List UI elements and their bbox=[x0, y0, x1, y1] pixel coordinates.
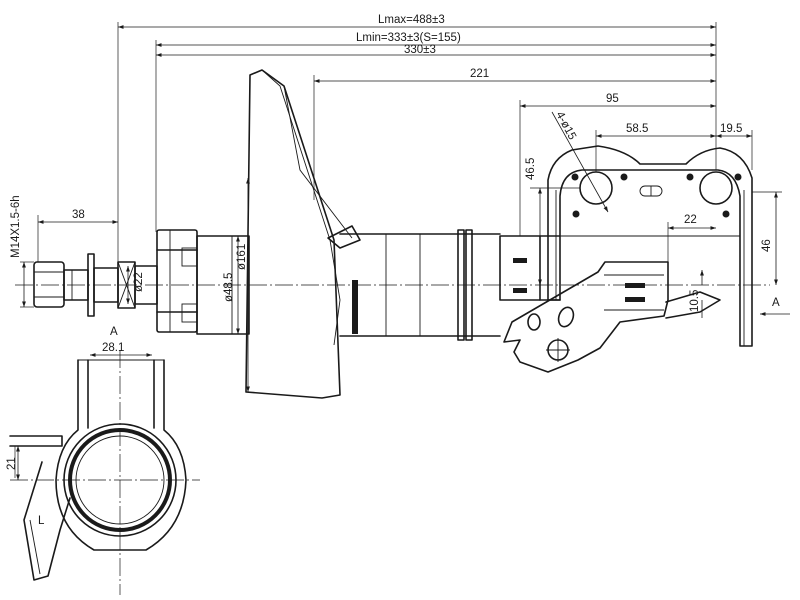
bolt-hole-left bbox=[579, 171, 613, 205]
dim-19-5: 19.5 bbox=[720, 123, 742, 135]
dimension-lines bbox=[20, 22, 790, 392]
dim-dia-161: ø161 bbox=[236, 244, 248, 270]
bolt-hole-right bbox=[699, 171, 733, 205]
dimension-texts: Lmax=488±3 Lmin=333±3(S=155) 330±3 221 9… bbox=[6, 14, 780, 527]
dim-95: 95 bbox=[606, 93, 619, 105]
dim-22-horizontal: 22 bbox=[684, 214, 697, 226]
dim-46-5: 46.5 bbox=[525, 158, 537, 180]
section-a-marker: A bbox=[772, 297, 780, 309]
dim-58-5: 58.5 bbox=[626, 123, 648, 135]
dim-thread: M14X1.5-6h bbox=[10, 195, 22, 258]
dim-lmin: Lmin=333±3(S=155) bbox=[356, 32, 461, 44]
dim-dia-22: ø22 bbox=[133, 272, 145, 292]
dim-221: 221 bbox=[470, 68, 489, 80]
section-a-title: A bbox=[110, 326, 118, 338]
knuckle-bracket bbox=[547, 145, 753, 347]
dim-dia-48-5: ø48.5 bbox=[223, 273, 235, 302]
lower-bracket bbox=[503, 261, 721, 373]
dim-21: 21 bbox=[6, 457, 18, 470]
dim-10-5: 10.5 bbox=[689, 290, 701, 312]
dim-330: 330±3 bbox=[404, 44, 436, 56]
dim-28-1: 28.1 bbox=[102, 342, 124, 354]
spring-seat-plate bbox=[245, 69, 361, 399]
dim-lmax: Lmax=488±3 bbox=[378, 14, 445, 26]
dim-46: 46 bbox=[761, 239, 773, 252]
dim-holes: 4-ø15 bbox=[553, 110, 578, 142]
angle-label-l: L bbox=[38, 515, 45, 527]
top-mount bbox=[156, 229, 198, 333]
dim-38: 38 bbox=[72, 209, 85, 221]
section-view-a bbox=[9, 350, 200, 595]
